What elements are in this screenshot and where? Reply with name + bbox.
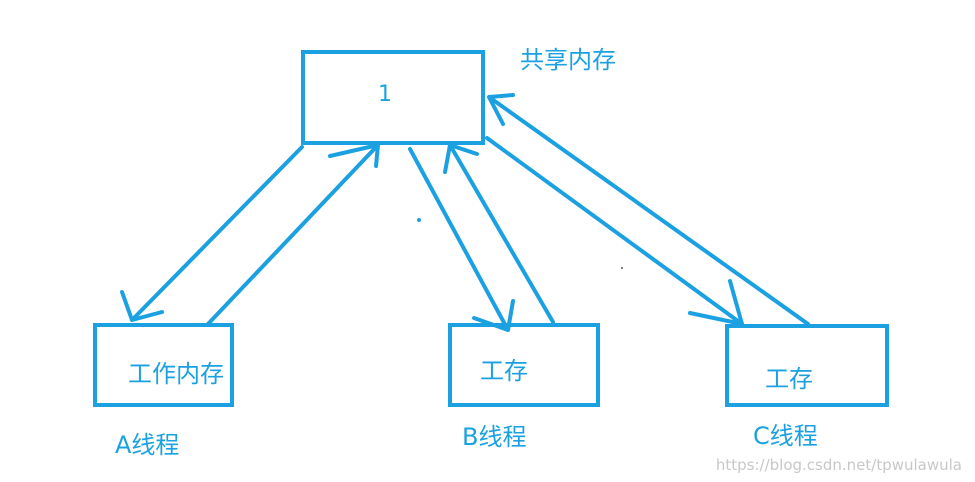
- thread-c-label: C线程: [753, 422, 818, 450]
- shared-memory-box: [301, 50, 485, 145]
- arrow-shared-to-thread-c: [485, 136, 744, 326]
- shared-memory-value: 1: [378, 82, 392, 107]
- thread-b-box-label: 工存: [480, 357, 528, 385]
- stray-dot: [621, 267, 623, 269]
- arrow-thread-b-to-shared: [443, 143, 555, 324]
- arrow-thread-a-to-shared: [206, 143, 380, 326]
- thread-a-label: A线程: [115, 431, 179, 459]
- stray-dot: [417, 218, 421, 222]
- thread-a-box-label: 工作内存: [128, 360, 224, 388]
- thread-c-box-label: 工存: [765, 365, 813, 393]
- shared-memory-label: 共享内存: [520, 46, 616, 74]
- thread-b-working-memory-box: [448, 323, 600, 407]
- thread-b-label: B线程: [462, 423, 526, 451]
- arrow-shared-to-thread-b: [408, 147, 515, 332]
- arrow-shared-to-thread-a: [120, 145, 304, 322]
- watermark: https://blog.csdn.net/tpwulawula: [716, 456, 962, 474]
- thread-a-working-memory-box: [93, 323, 234, 407]
- thread-c-working-memory-box: [725, 324, 889, 407]
- arrow-thread-c-to-shared: [487, 93, 810, 326]
